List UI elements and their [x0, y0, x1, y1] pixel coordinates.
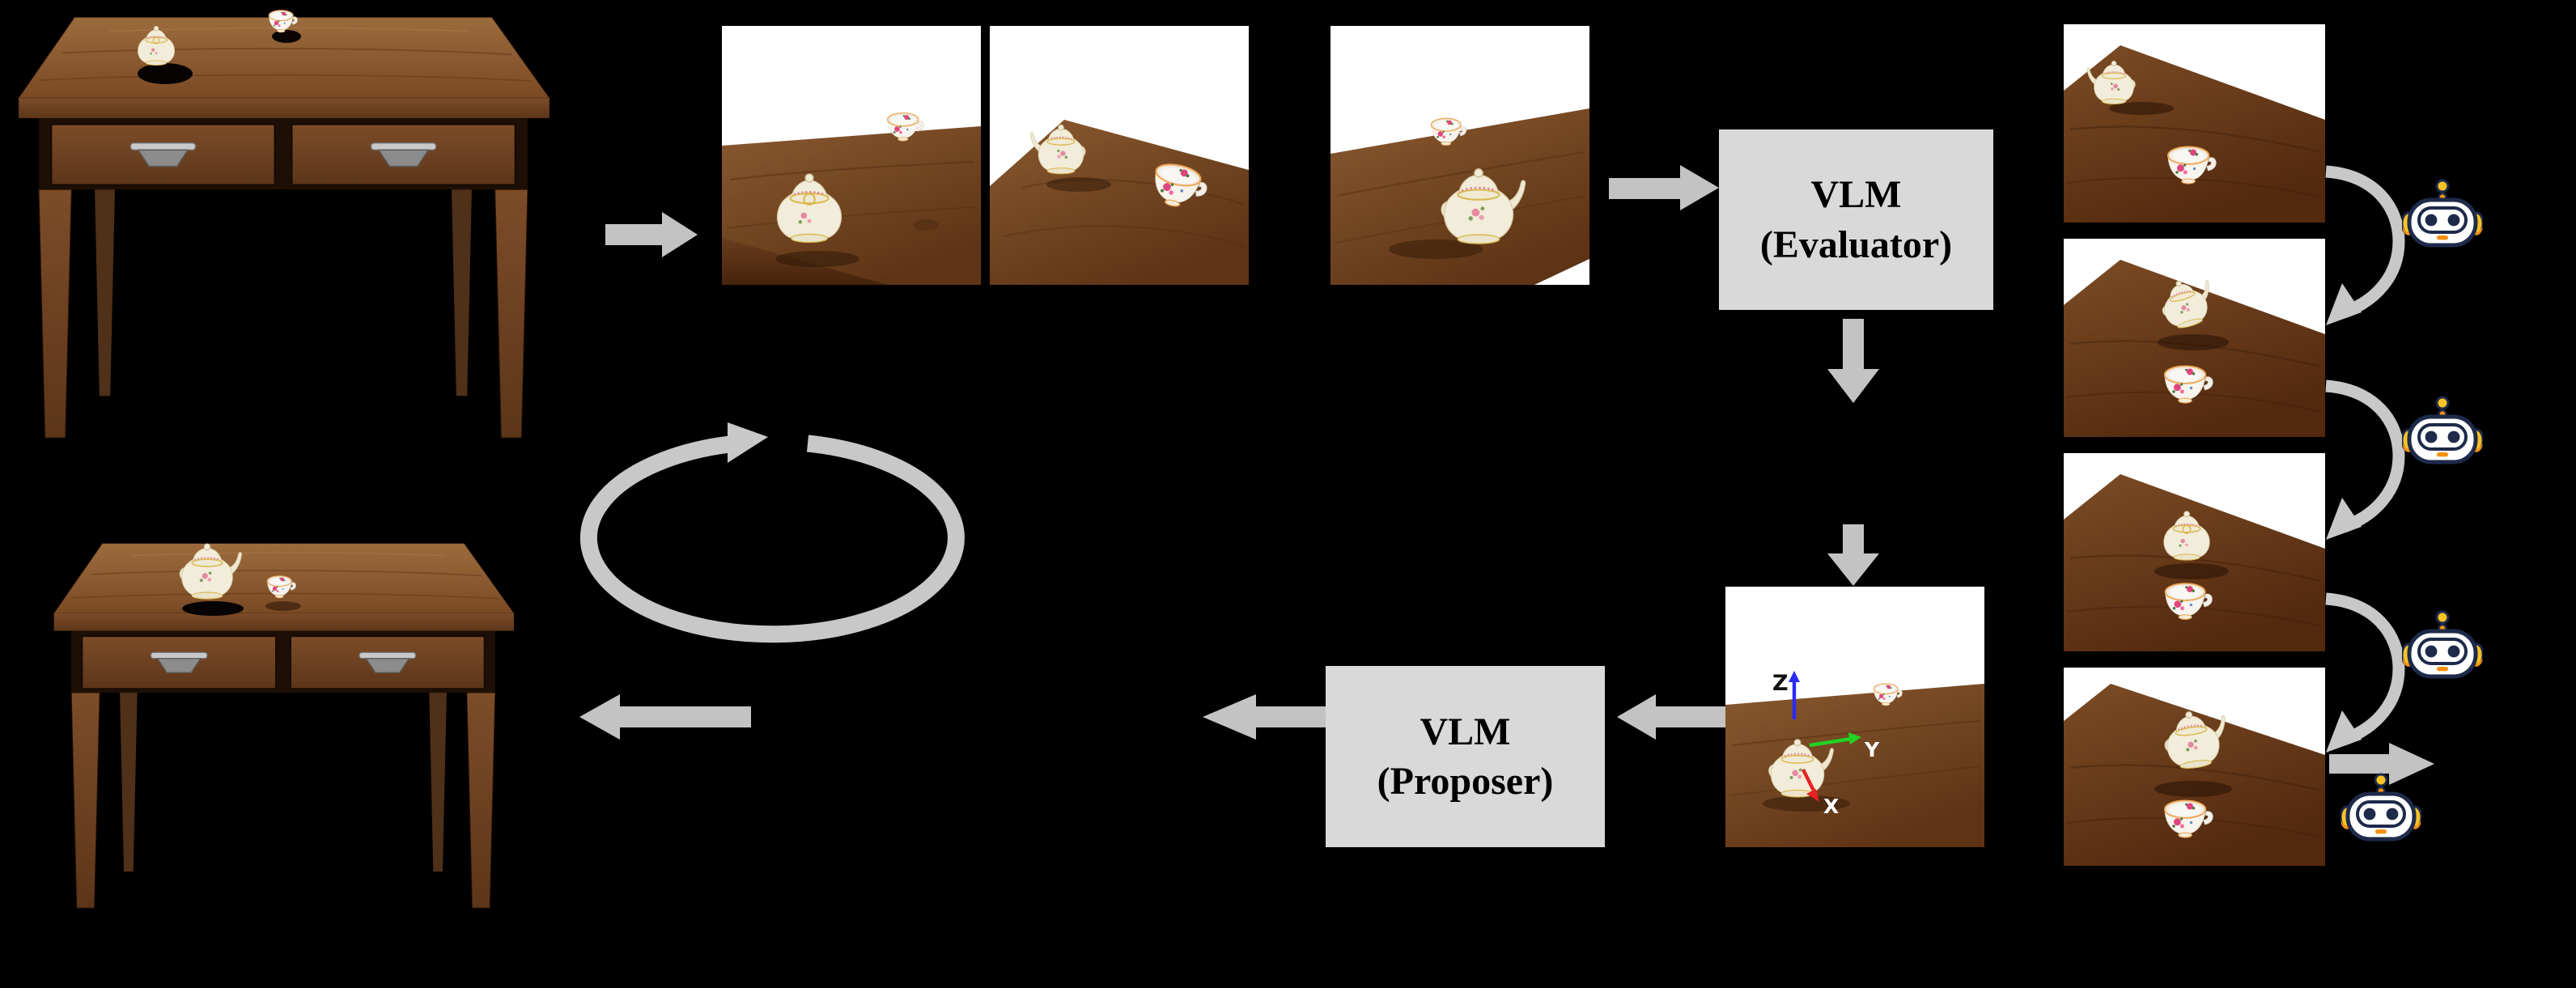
step-arc-arrow-3: [2325, 592, 2405, 753]
robot-icon-2: [2402, 393, 2483, 468]
flow-arrow-step4-exit: [2329, 743, 2434, 785]
initial-scene-desk: [18, 10, 550, 439]
vlm-evaluator-subtitle: (Evaluator): [1759, 223, 1953, 266]
vlm-proposer-subtitle: (Proposer): [1377, 760, 1554, 803]
axes-pose-view: Z Y X: [1725, 587, 1984, 847]
axis-y-label: Y: [1864, 738, 1880, 761]
refinement-step-2: [2064, 239, 2325, 437]
table-hole: [182, 601, 244, 616]
flow-arrow-scene-to-views: [605, 212, 698, 257]
step-arc-arrow-1: [2325, 165, 2405, 325]
vlm-evaluator-box: VLM (Evaluator): [1719, 129, 1993, 310]
refinement-step-3: [2064, 453, 2325, 651]
table-hole: [138, 63, 193, 84]
step-arc-arrow-2: [2325, 380, 2405, 540]
vlm-proposer-box: VLM (Proposer): [1326, 666, 1605, 847]
table-hole: [272, 30, 301, 43]
final-scene-desk: [53, 542, 516, 910]
rendered-view-1: [722, 26, 981, 285]
axis-z-arrow: [1789, 671, 1800, 719]
refinement-step-1: [2064, 24, 2325, 223]
flow-arrow-into-axes-view: [1827, 524, 1879, 586]
axis-x-arrow: [1802, 769, 1819, 802]
axis-y-arrow: [1809, 732, 1861, 748]
flow-arrow-views-to-evaluator: [1609, 165, 1719, 210]
vlm-evaluator-title: VLM: [1810, 173, 1902, 217]
refinement-step-4: [2064, 668, 2325, 866]
flow-arrow-axes-to-proposer: [1617, 694, 1725, 740]
rendered-view-3: [1330, 26, 1589, 285]
axis-x-label: X: [1823, 795, 1839, 818]
vlm-proposer-title: VLM: [1420, 710, 1511, 753]
axis-z-label: Z: [1772, 671, 1789, 696]
loop-arrow-icon: [579, 422, 965, 643]
flow-arrow-evaluator-down: [1827, 319, 1879, 403]
robot-icon-1: [2402, 176, 2483, 251]
flow-arrow-proposer-to-loop: [1203, 694, 1326, 740]
flow-arrow-to-final-scene: [579, 694, 751, 740]
robot-icon-3: [2402, 608, 2483, 682]
robot-icon-4: [2340, 770, 2421, 845]
rendered-view-2: [990, 26, 1249, 285]
